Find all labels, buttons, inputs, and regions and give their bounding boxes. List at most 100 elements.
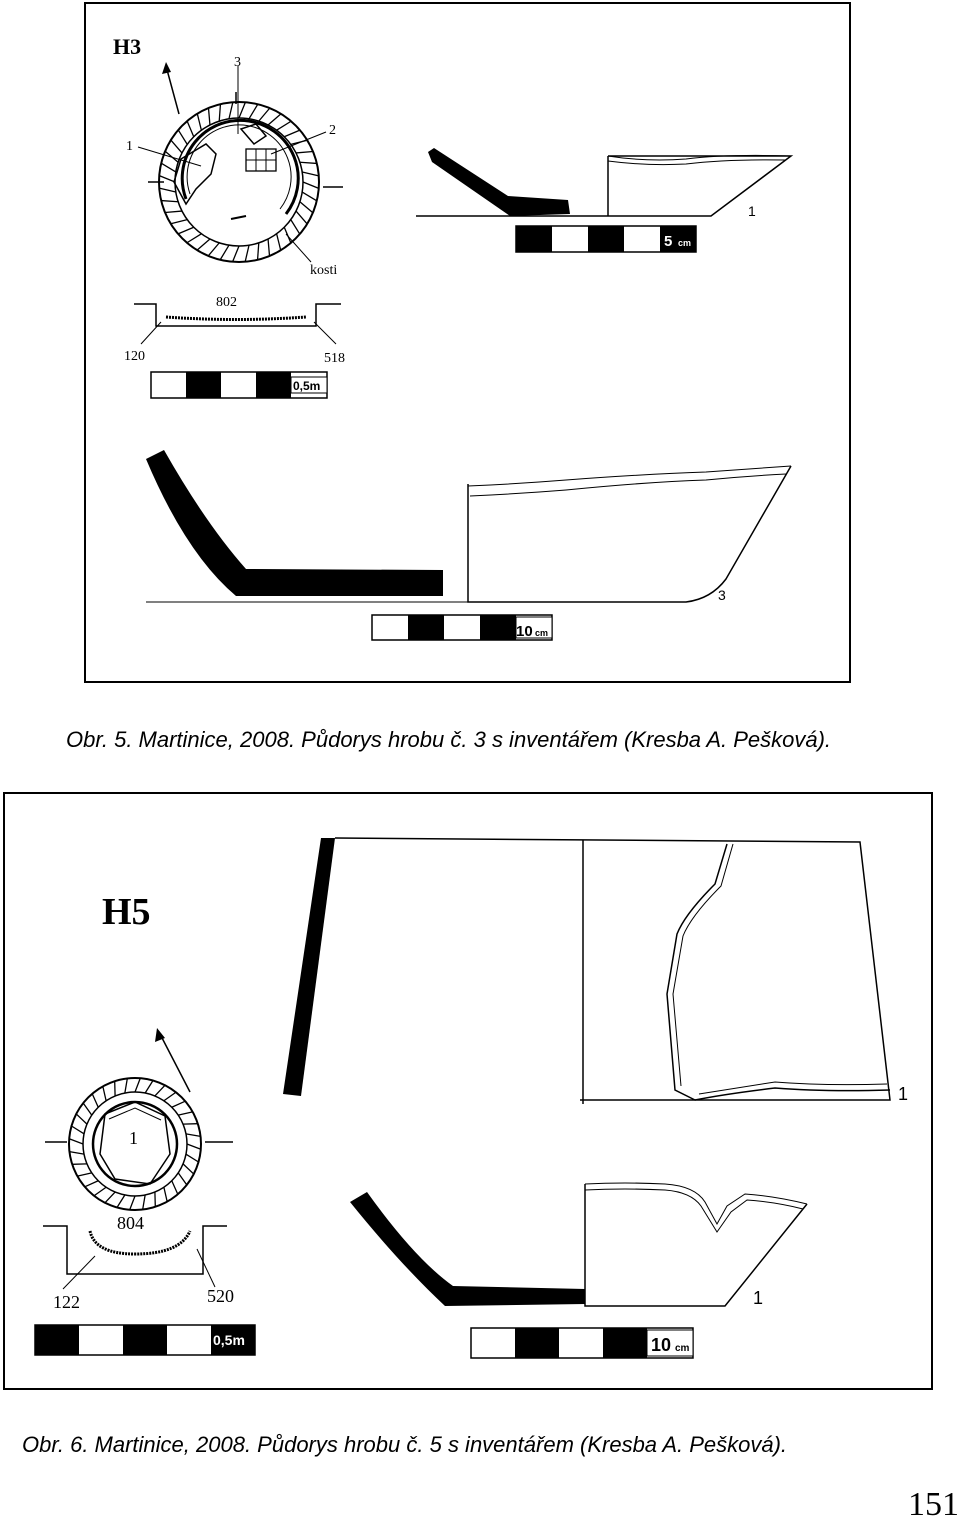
figure-1-caption: Obr. 5. Martinice, 2008. Půdorys hrobu č… xyxy=(66,727,832,752)
figure-2-caption: Obr. 6. Martinice, 2008. Půdorys hrobu č… xyxy=(22,1432,788,1457)
pit-edge-hatch xyxy=(160,162,177,173)
pit-edge-hatch xyxy=(77,1172,92,1177)
pit-edge-hatch xyxy=(299,201,314,214)
pit-edge-hatch xyxy=(301,191,318,202)
pit-edge-hatch xyxy=(207,107,211,126)
figure-2-panel: H5 1 804 122 520 xyxy=(3,792,933,1390)
pit-edge-hatch xyxy=(177,226,194,235)
pit-edge-hatch xyxy=(290,219,301,235)
north-arrow-icon xyxy=(162,62,180,115)
vessel-bottom-drawing xyxy=(350,1182,808,1307)
scale-plan-label: 0,5m xyxy=(293,379,320,393)
pit-edge-hatch xyxy=(82,1102,93,1116)
vessel-3-label: 3 xyxy=(718,587,726,603)
pit-edge-hatch xyxy=(102,1086,107,1101)
pit-edge-hatch xyxy=(276,120,292,131)
scale-vessel-number: 10 xyxy=(651,1335,671,1355)
pit-edge-hatch xyxy=(267,113,282,126)
pit-edge-hatch xyxy=(69,1151,85,1155)
scale-bar-plan-h3 xyxy=(150,371,328,399)
pit-edge-hatch xyxy=(228,102,234,119)
pit-edge-hatch xyxy=(164,210,183,214)
pit-edge-hatch xyxy=(163,1091,177,1102)
pit-edge-hatch xyxy=(170,139,183,154)
pit-edge-hatch xyxy=(75,1113,88,1125)
vessel-top-drawing xyxy=(283,837,891,1104)
vessel-1-label: 1 xyxy=(748,203,756,219)
pit-edge-hatch xyxy=(177,1172,188,1186)
pit-edge-hatch xyxy=(124,1078,128,1094)
pit-edge-hatch xyxy=(185,1153,199,1163)
vessel-1-drawing xyxy=(416,148,794,217)
vessel-bottom-label: 1 xyxy=(753,1288,763,1308)
plan-label-bones: kosti xyxy=(310,263,337,278)
pit-edge-hatch xyxy=(163,1187,168,1202)
pit-edge-hatch xyxy=(258,107,271,122)
scale-vessel-unit: cm xyxy=(675,1343,690,1354)
pit-edge-hatch xyxy=(84,1180,99,1188)
pit-edge-hatch xyxy=(116,1194,126,1208)
pit-edge-hatch xyxy=(186,120,195,137)
pit-edge-hatch xyxy=(159,175,176,183)
pit-edge-hatch xyxy=(93,1186,107,1197)
pit-edge-hatch xyxy=(68,1138,84,1145)
figure-2-drawing: H5 1 804 122 520 xyxy=(34,837,908,1359)
pit-edge-hatch xyxy=(178,1111,193,1116)
pit-edge-hatch xyxy=(182,1163,195,1175)
scale-bar-vessel-3 xyxy=(371,614,553,641)
pit-edge-hatch xyxy=(177,129,188,145)
grave-plan-h5 xyxy=(45,1077,233,1211)
pit-edge-hatch xyxy=(170,218,188,225)
pit-edge-hatch xyxy=(144,1080,154,1094)
scale-bar-vessel-1 xyxy=(515,225,697,253)
page-number: 151 xyxy=(908,1486,959,1523)
plan-label-2: 2 xyxy=(329,123,336,138)
section-right-label: 520 xyxy=(207,1286,234,1306)
pit-edge-hatch xyxy=(302,181,319,189)
pit-edge-hatch xyxy=(171,1100,186,1108)
plan-label-1: 1 xyxy=(129,1128,138,1148)
pit-edge-hatch xyxy=(244,245,250,262)
pit-edge-hatch xyxy=(196,113,203,131)
section-depth-label: 802 xyxy=(216,295,237,310)
pit-edge-hatch xyxy=(207,242,220,257)
pit-edge-hatch xyxy=(129,1195,136,1211)
grave-label-h5: H5 xyxy=(102,891,151,933)
plan-label-1: 1 xyxy=(126,139,133,154)
grave-plan-h3 xyxy=(137,66,343,263)
scale-bar-plan-h5 xyxy=(34,1324,256,1356)
pit-edge-hatch xyxy=(267,238,271,257)
grave-label-h3: H3 xyxy=(113,34,141,59)
section-left-label: 120 xyxy=(124,349,145,364)
pit-edge-hatch xyxy=(91,1093,99,1108)
scale-vessel-3-number: 10 xyxy=(516,623,533,640)
pit-edge-hatch xyxy=(295,210,308,225)
figure-1-drawing: H3 xyxy=(113,34,794,641)
pit-edge-hatch xyxy=(238,102,246,119)
pit-edge-hatch xyxy=(142,1194,146,1210)
vessel-top-label: 1 xyxy=(898,1084,908,1104)
pit-edge-hatch xyxy=(302,171,319,177)
pit-edge-hatch xyxy=(299,161,317,165)
pit-edge-hatch xyxy=(154,1084,166,1097)
scale-vessel-1-number: 5 xyxy=(664,233,672,250)
pit-edge-hatch xyxy=(295,150,314,154)
scale-vessel-3-unit: cm xyxy=(535,628,548,638)
pit-edge-hatch xyxy=(284,129,301,138)
figure-1-panel: H3 xyxy=(84,2,851,683)
pit-edge-hatch xyxy=(186,233,202,244)
pit-edge-hatch xyxy=(196,238,211,251)
pit-edge-hatch xyxy=(159,187,176,193)
pit-edge-hatch xyxy=(256,242,260,260)
scale-bar-vessel-h5 xyxy=(470,1327,694,1359)
pit-edge-hatch xyxy=(248,103,259,120)
pit-edge-hatch xyxy=(219,244,230,261)
scale-vessel-1-unit: cm xyxy=(678,238,691,248)
pit-edge-hatch xyxy=(71,1125,85,1135)
pit-edge-hatch xyxy=(232,245,240,262)
pit-edge-hatch xyxy=(161,199,179,203)
pit-edge-hatch xyxy=(275,233,282,251)
pit-edge-hatch xyxy=(134,1077,141,1093)
pit-edge-hatch xyxy=(104,1191,116,1204)
pit-edge-hatch xyxy=(218,104,222,122)
